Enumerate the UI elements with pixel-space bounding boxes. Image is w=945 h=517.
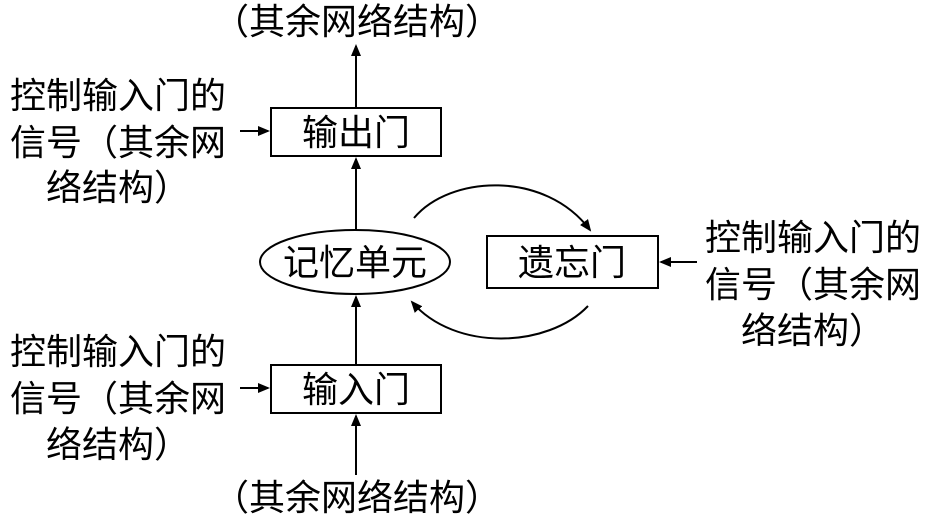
- forget-gate-signal-line3: 络结构）: [741, 311, 885, 352]
- forget-gate-signal-line1: 控制输入门的: [705, 218, 921, 259]
- output-gate-signal-line3: 络结构）: [46, 168, 190, 209]
- forget-gate-signal-line2: 信号（其余网: [705, 265, 921, 306]
- memory-cell-label: 记忆单元: [283, 243, 427, 284]
- arrow-cell-to-forget-gate: [413, 184, 592, 232]
- forget-gate-label: 遗忘门: [518, 243, 626, 284]
- arrow-forget-gate-to-cell: [410, 300, 589, 340]
- bottom-network-label: （其余网络结构）: [213, 478, 501, 517]
- input-gate-signal-line1: 控制输入门的: [10, 332, 226, 373]
- input-gate-box: [270, 364, 442, 414]
- output-gate-signal-line2: 信号（其余网: [10, 123, 226, 164]
- output-gate-signal-line1: 控制输入门的: [10, 76, 226, 117]
- forget-gate-box: [486, 235, 659, 289]
- output-gate-box: [270, 107, 442, 157]
- top-network-label: （其余网络结构）: [213, 2, 501, 43]
- input-gate-signal-line3: 络结构）: [46, 425, 190, 466]
- output-gate-label: 输出门: [302, 113, 410, 154]
- input-gate-signal-line2: 信号（其余网: [10, 379, 226, 420]
- memory-cell-ellipse: [259, 229, 451, 295]
- input-gate-label: 输入门: [302, 370, 410, 411]
